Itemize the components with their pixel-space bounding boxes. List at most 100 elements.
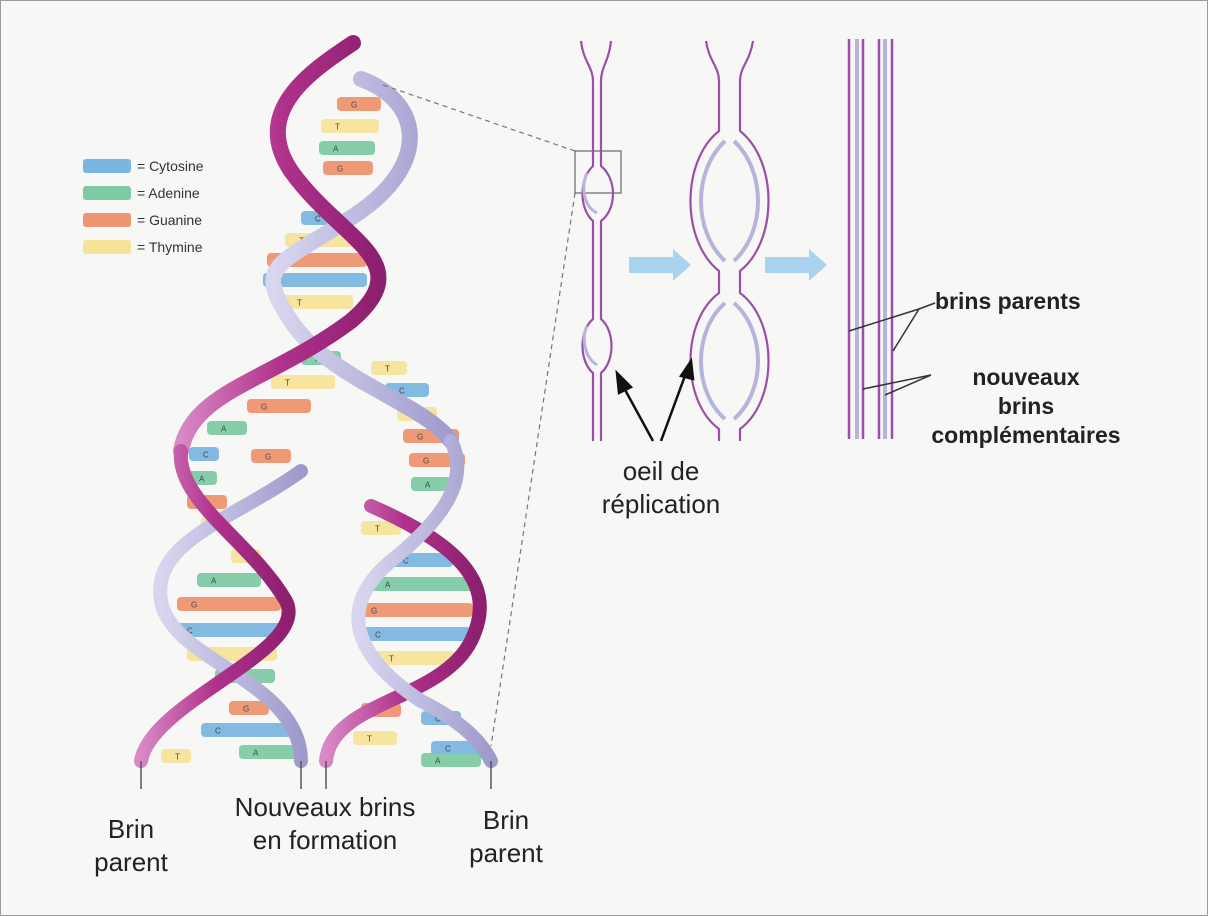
legend-label: = Adenine	[137, 185, 200, 201]
label-line: oeil de	[622, 456, 700, 486]
legend-label: = Guanine	[137, 212, 202, 228]
label-line: Brin	[107, 814, 155, 844]
label-line: réplication	[601, 488, 721, 519]
legend-item-thymine: = Thymine	[83, 236, 203, 258]
base-letter: T	[285, 379, 290, 388]
base-pair-rung: C	[361, 627, 471, 641]
replication-panel-early	[579, 40, 614, 441]
base-letter: G	[265, 453, 271, 462]
progression-arrows	[629, 249, 827, 281]
replication-panel-final	[847, 39, 894, 439]
base-pair-rung: A	[197, 573, 261, 587]
strand-pointer-lines	[140, 761, 492, 789]
base-letter: A	[199, 475, 205, 484]
legend-label: = Cytosine	[137, 158, 204, 174]
base-letter: G	[191, 601, 197, 610]
base-pair-rung: T	[321, 119, 379, 133]
brin-parent-right-label: Brin parent	[456, 804, 556, 869]
nouveaux-brins-complementaires-label: nouveaux brins complémentaires	[906, 363, 1146, 449]
left-daughter-helix	[134, 444, 308, 768]
base-pair-rung: A	[421, 753, 481, 767]
label-line: complémentaires	[931, 421, 1121, 448]
label-line: Nouveaux brins	[234, 792, 416, 822]
arrow-right-icon	[765, 249, 827, 281]
base-letter: T	[335, 123, 340, 132]
base-letter: G	[337, 165, 343, 174]
nouveaux-brins-label: Nouveaux brins en formation	[207, 791, 443, 856]
base-pair-rung: C	[189, 447, 219, 461]
base-letter: C	[435, 715, 441, 724]
base-letter: A	[221, 425, 227, 434]
brin-parent-left-label: Brin parent	[81, 813, 181, 878]
magenta-parent-strand-left	[134, 444, 296, 768]
base-letter: C	[187, 627, 193, 636]
base-letter: A	[425, 481, 431, 490]
legend-item-adenine: = Adenine	[83, 182, 200, 204]
base-letter: T	[175, 753, 180, 762]
label-line: parent	[469, 837, 543, 868]
label-line: parent	[94, 846, 168, 877]
guanine-swatch	[83, 213, 131, 227]
base-pair-rung: T	[375, 651, 455, 665]
replication-panel-mid	[689, 40, 770, 441]
right-daughter-helix	[319, 434, 498, 768]
base-letter: A	[435, 757, 441, 766]
base-letter: A	[211, 577, 217, 586]
base-letter: G	[423, 457, 429, 466]
base-pair-rung: G	[247, 399, 311, 413]
base-letter: C	[399, 387, 405, 396]
base-letter: C	[203, 451, 209, 460]
legend-label: = Thymine	[137, 239, 203, 255]
base-letter: G	[417, 433, 423, 442]
label-line: brins	[997, 392, 1055, 419]
base-letter: C	[215, 727, 221, 736]
oeil-replication-label: oeil de réplication	[576, 455, 746, 520]
base-letter: C	[403, 557, 409, 566]
label-line: en formation	[252, 824, 398, 855]
base-letter: T	[367, 735, 372, 744]
lavender-strand-upper	[265, 71, 459, 449]
adenine-swatch	[83, 186, 131, 200]
label-line: nouveaux	[972, 364, 1080, 390]
label-line: Brin	[482, 805, 530, 835]
base-pair-rung: G	[357, 603, 473, 617]
base-pair-rung: G	[323, 161, 373, 175]
legend-item-cytosine: = Cytosine	[83, 155, 204, 177]
base-pair-rung: G	[177, 597, 281, 611]
base-letter: G	[351, 101, 357, 110]
base-pair-rung: A	[239, 745, 299, 759]
thymine-swatch	[83, 240, 131, 254]
base-pair-rung: T	[361, 521, 401, 535]
base-letter: T	[385, 365, 390, 374]
brins-parents-label: brins parents	[935, 288, 1081, 314]
magenta-strand-upper	[173, 35, 387, 459]
base-pair-rung: A	[371, 577, 481, 591]
base-letter: A	[385, 581, 391, 590]
base-letter: T	[389, 655, 394, 664]
lavender-parent-strand-right	[351, 434, 498, 768]
base-pair-rung: A	[319, 141, 375, 155]
base-pair-rung: C	[201, 723, 291, 737]
replication-eye-arrows	[615, 357, 695, 442]
arrow-right-icon	[629, 249, 691, 281]
right-label-pointers	[848, 302, 936, 396]
base-pair-rung: G	[229, 701, 269, 715]
zoom-dashed-lines	[382, 84, 622, 747]
base-letter: G	[371, 607, 377, 616]
legend-item-guanine: = Guanine	[83, 209, 202, 231]
base-letter: C	[445, 745, 451, 754]
base-letter: A	[253, 749, 259, 758]
base-pair-rung: C	[431, 741, 481, 755]
base-pair-rung: G	[337, 97, 381, 111]
base-letter: C	[315, 215, 321, 224]
upper-helix	[173, 35, 459, 459]
base-pair-rung: T	[353, 731, 397, 745]
lavender-new-strand-left	[153, 464, 308, 768]
base-pair-rung: T	[371, 361, 407, 375]
base-letter: G	[261, 403, 267, 412]
base-pair-rung: A	[207, 421, 247, 435]
base-pair-rung: T	[161, 749, 191, 763]
base-pair-rung: T	[283, 295, 353, 309]
